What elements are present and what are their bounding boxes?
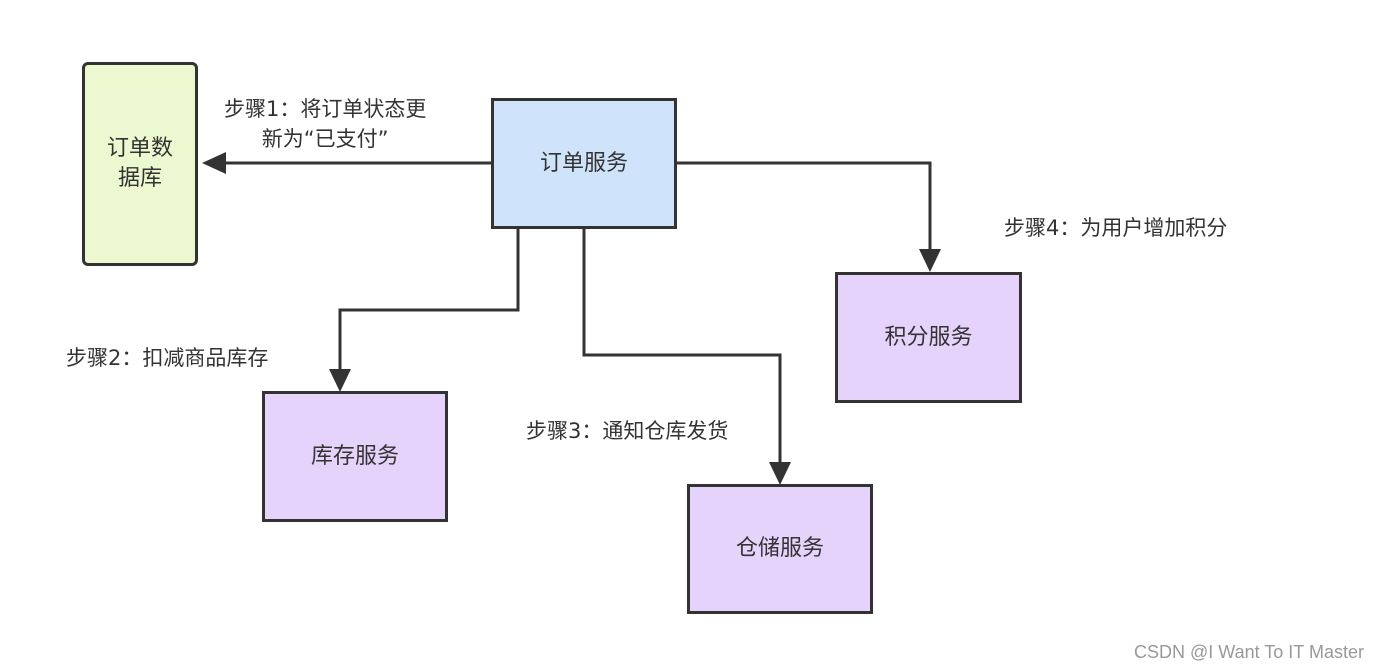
- points-service-label: 积分服务: [884, 324, 973, 350]
- order-service-node: 订单服务: [491, 98, 677, 229]
- points-service-node: 积分服务: [835, 272, 1022, 403]
- warehouse-service-node: 仓储服务: [687, 484, 873, 614]
- arrowhead-warehouse: [769, 462, 791, 485]
- arrowhead-points: [919, 249, 941, 272]
- order-database-line2: 据库: [117, 166, 162, 191]
- step3-label: 步骤3：通知仓库发货: [526, 419, 729, 443]
- edge-order-to-warehouse: [582, 228, 782, 463]
- arrowhead-db: [202, 152, 226, 174]
- order-database-node: 订单数 据库: [82, 62, 198, 266]
- step1-label: 步骤1：将订单状态更 新为“已支付”: [224, 94, 426, 154]
- step4-label: 步骤4：为用户增加积分: [1004, 216, 1228, 240]
- step1-line1: 步骤1：将订单状态更: [224, 97, 427, 121]
- csdn-watermark: CSDN @I Want To IT Master: [1134, 642, 1364, 662]
- warehouse-service-label: 仓储服务: [735, 536, 824, 561]
- edge-order-to-points: [676, 161, 932, 250]
- arrowhead-inventory: [329, 369, 351, 392]
- step1-line2: 新为“已支付”: [261, 127, 389, 151]
- inventory-service-label: 库存服务: [310, 443, 399, 469]
- order-database-line1: 订单数: [106, 136, 173, 161]
- inventory-service-node: 库存服务: [262, 391, 448, 522]
- step2-label: 步骤2：扣减商品库存: [66, 346, 269, 370]
- order-service-label: 订单服务: [539, 150, 628, 176]
- edge-order-to-inventory: [338, 228, 520, 370]
